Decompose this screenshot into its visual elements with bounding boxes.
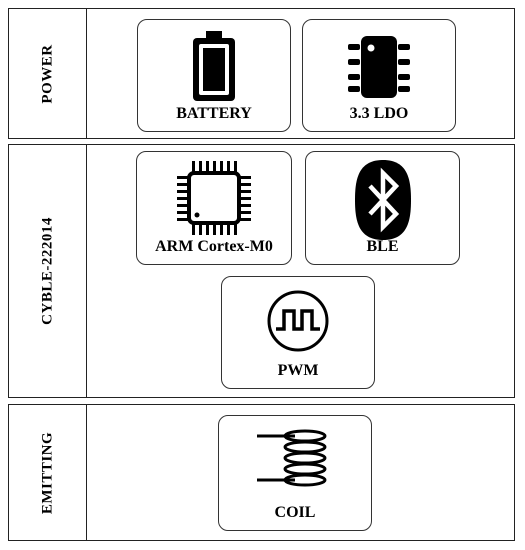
coil-label: COIL bbox=[274, 504, 316, 521]
cyble-section-header: CYBLE-222014 bbox=[9, 145, 87, 397]
battery-block: BATTERY bbox=[137, 19, 291, 132]
pwm-block: PWM bbox=[221, 276, 375, 389]
battery-icon bbox=[193, 31, 235, 101]
microcontroller-icon bbox=[177, 161, 251, 235]
power-section-label: POWER bbox=[39, 43, 55, 104]
power-section: POWER BATTERY 3.3 LDO bbox=[8, 8, 515, 139]
cyble-section: CYBLE-222014 ARM Cortex-M0 bbox=[8, 144, 515, 398]
ldo-label: 3.3 LDO bbox=[349, 105, 409, 122]
pwm-label: PWM bbox=[277, 362, 319, 379]
emitting-section-header: EMITTING bbox=[9, 405, 87, 540]
bluetooth-icon bbox=[354, 160, 411, 240]
battery-label: BATTERY bbox=[176, 105, 252, 122]
ble-label: BLE bbox=[366, 238, 399, 255]
coil-block: COIL bbox=[218, 415, 372, 531]
square-wave-icon bbox=[267, 290, 329, 352]
arm-block: ARM Cortex-M0 bbox=[136, 151, 292, 265]
chip-icon bbox=[348, 36, 410, 98]
arm-label: ARM Cortex-M0 bbox=[155, 238, 273, 255]
ldo-block: 3.3 LDO bbox=[302, 19, 456, 132]
emitting-section: EMITTING COIL bbox=[8, 404, 515, 541]
coil-icon bbox=[257, 429, 327, 487]
ble-block: BLE bbox=[305, 151, 460, 265]
emitting-section-label: EMITTING bbox=[39, 431, 55, 514]
cyble-section-label: CYBLE-222014 bbox=[39, 217, 55, 325]
power-section-header: POWER bbox=[9, 9, 87, 138]
